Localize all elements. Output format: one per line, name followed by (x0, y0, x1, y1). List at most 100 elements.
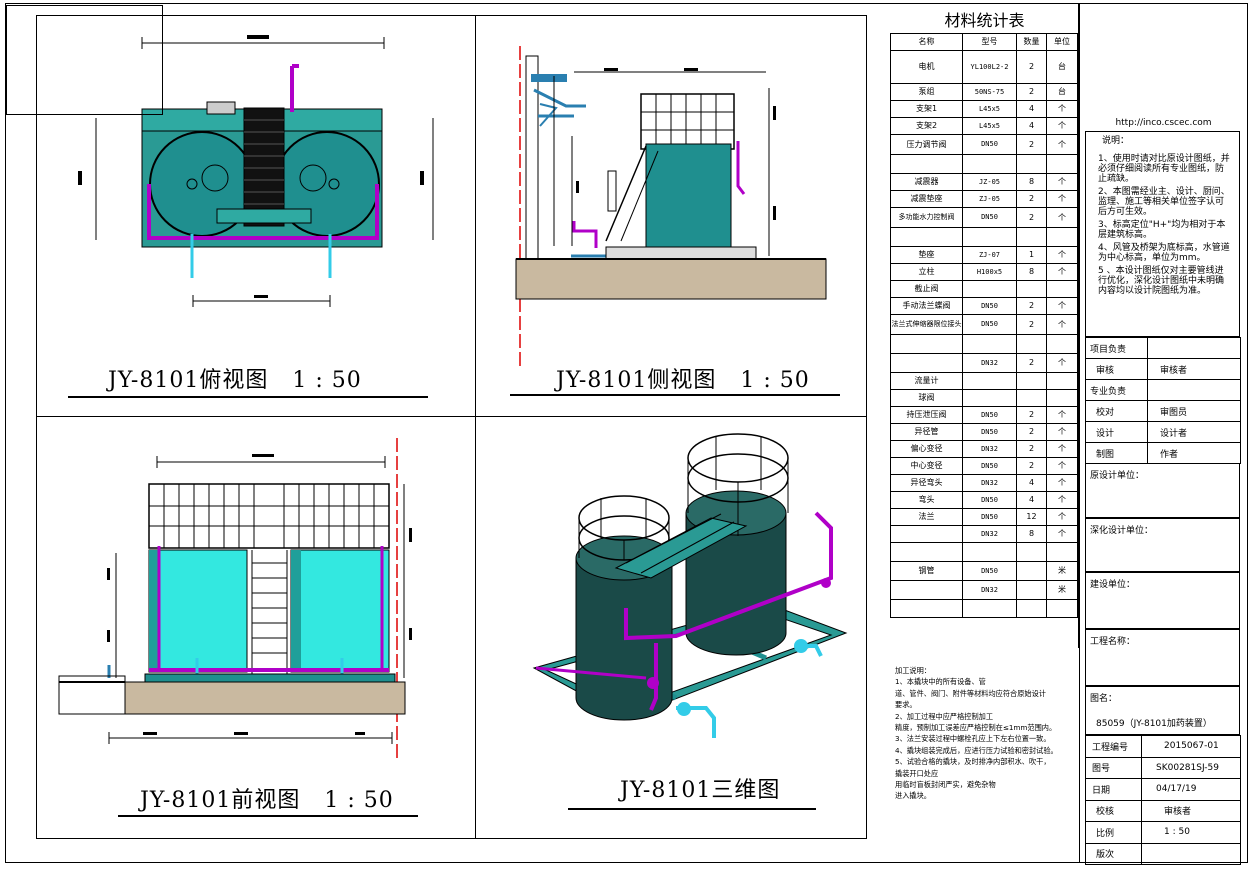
item-qty: 2 (1016, 50, 1047, 84)
orig-design-unit-label: 原设计单位： (1090, 471, 1145, 481)
item-spec: DN50 (962, 297, 1017, 315)
materials-row (890, 154, 1078, 174)
process-note-line: 加工说明： (895, 666, 931, 675)
col-header: 名称 (890, 33, 963, 51)
design-note: 3、标高定位"H+"均为相对于本层建筑标高。 (1098, 220, 1226, 240)
item-name: 异径管 (890, 423, 963, 441)
materials-row: 流量计 (890, 372, 1078, 390)
item-name: 泵组 (890, 83, 963, 101)
item-name: 支架1 (890, 100, 963, 118)
views-area (36, 15, 867, 839)
item-spec: DN50 (962, 491, 1017, 509)
sign-name: 作者 (1147, 442, 1241, 464)
item-spec (962, 372, 1017, 390)
process-note-line: 精度，预制加工误差应严格控制在≤1mm范围内。 (895, 723, 1057, 733)
sign-name: 设计者 (1147, 421, 1241, 443)
item-unit (1046, 227, 1078, 247)
sign-role: 专业负责 (1085, 379, 1148, 401)
item-spec: DN32 (962, 525, 1017, 543)
sign-name (1147, 337, 1241, 359)
project-name-box: 工程名称： (1085, 629, 1240, 686)
view-divider-vertical (475, 15, 476, 839)
sign-name (1147, 379, 1241, 401)
meta-label: 日期 (1085, 778, 1142, 801)
iso-view-title-rule (568, 808, 816, 810)
meta-value: 2015067-01 (1141, 735, 1241, 758)
design-note: 1、使用时请对比原设计图纸，并必须仔细阅读所有专业图纸，防止疏缺。 (1098, 154, 1230, 184)
side-view-title-rule (510, 394, 840, 396)
meta-value: 审核者 (1141, 799, 1241, 822)
item-qty: 2 (1016, 406, 1047, 424)
item-name: 流量计 (890, 372, 963, 390)
item-name: 压力调节阀 (890, 134, 963, 155)
process-note-line: 2、加工过程中应严格控制加工 (895, 711, 994, 721)
item-unit: 个 (1046, 474, 1078, 492)
item-unit: 个 (1046, 173, 1078, 191)
item-spec: DN32 (962, 353, 1017, 373)
meta-label: 图号 (1085, 756, 1142, 779)
item-name (890, 227, 963, 247)
item-name (890, 334, 963, 354)
signature-table: 项目负责 审核审核者 专业负责 校对审图员 设计设计者 制图作者 (1085, 337, 1241, 464)
meta-row: 版次 (1085, 842, 1241, 865)
drawing-frame (5, 3, 1248, 863)
item-qty: 1 (1016, 246, 1047, 264)
item-unit: 个 (1046, 314, 1078, 335)
process-notes: 加工说明：1、本撬块中的所有设备、管道、管件、阀门、附件等材料均应符合原始设计要… (895, 665, 1070, 802)
item-spec: DN50 (962, 423, 1017, 441)
drawing-name-label: 图名： (1090, 694, 1118, 704)
sign-role: 项目负责 (1085, 337, 1148, 359)
item-unit: 个 (1046, 207, 1078, 228)
item-name: 截止阀 (890, 280, 963, 298)
item-spec (962, 280, 1017, 298)
item-unit: 个 (1046, 508, 1078, 526)
item-name: 垫座 (890, 246, 963, 264)
meta-value: 04/17/19 (1141, 778, 1241, 801)
item-spec (962, 599, 1017, 618)
item-spec: ZJ-05 (962, 190, 1017, 208)
process-note-line: 用临时盲板封闭严实，避免杂物 (895, 780, 996, 790)
item-name: 支架2 (890, 117, 963, 135)
orig-design-unit-box: 原设计单位： (1085, 463, 1240, 518)
item-unit (1046, 372, 1078, 390)
item-qty: 2 (1016, 190, 1047, 208)
item-unit: 个 (1046, 406, 1078, 424)
item-name: 偏心变径 (890, 440, 963, 458)
construction-unit-label: 建设单位： (1090, 580, 1136, 590)
item-name (890, 580, 963, 600)
materials-row (890, 599, 1078, 618)
col-header: 型号 (962, 33, 1017, 51)
item-unit (1046, 599, 1078, 618)
item-unit (1046, 542, 1078, 562)
item-name: 持压泄压阀 (890, 406, 963, 424)
item-name: 弯头 (890, 491, 963, 509)
item-unit: 个 (1046, 423, 1078, 441)
process-note-line: 1、本撬块中的所有设备、管 (895, 677, 986, 687)
item-name: 立柱 (890, 263, 963, 281)
item-name (890, 599, 963, 618)
meta-label: 比例 (1085, 821, 1142, 844)
item-spec: 50NS-75 (962, 83, 1017, 101)
item-qty: 2 (1016, 440, 1047, 458)
item-name: 中心变径 (890, 457, 963, 475)
item-unit: 个 (1046, 117, 1078, 135)
construction-unit-box: 建设单位： (1085, 572, 1240, 629)
item-qty (1016, 227, 1047, 247)
process-note-line: 4、撬块组装完成后，应进行压力试验和密封试验。 (895, 745, 1058, 755)
sign-row: 校对审图员 (1085, 400, 1241, 422)
drawing-name-box: 图名： 85059（JY-8101加药装置） (1085, 686, 1240, 735)
item-unit (1046, 389, 1078, 407)
item-unit: 个 (1046, 525, 1078, 543)
